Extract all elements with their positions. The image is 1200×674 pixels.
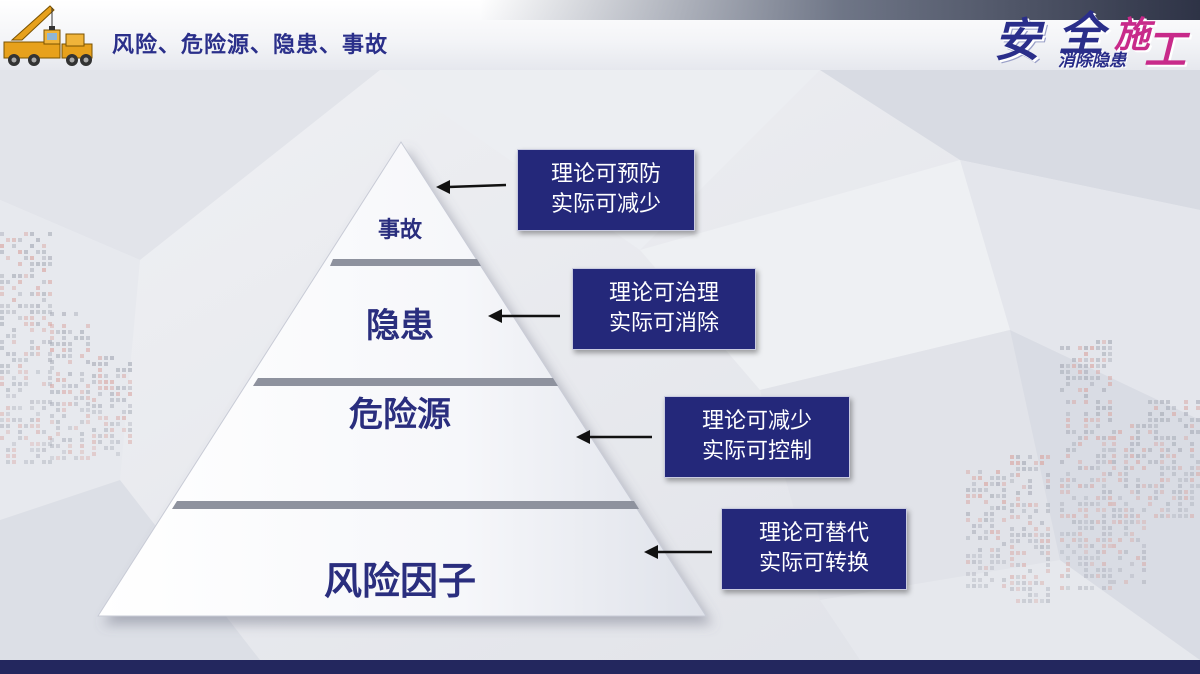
arrow-4 xyxy=(644,545,712,559)
logo-char-an: 安 xyxy=(994,13,1040,67)
logo-char-quan: 全 xyxy=(1058,7,1104,61)
annotation-theory: 理论可预防 xyxy=(550,162,661,187)
logo-char-gong: 工 xyxy=(1144,25,1187,74)
divider-3 xyxy=(172,501,639,509)
divider-2 xyxy=(253,378,558,386)
annotation-practice: 实际可转换 xyxy=(758,551,869,576)
pyramid-level-hidden-hazard: 隐患 xyxy=(366,306,434,346)
annotation-box-hazard-source: 理论可减少 实际可控制 xyxy=(664,396,850,478)
pyramid-level-risk-factor: 风险因子 xyxy=(323,559,476,603)
annotation-box-risk-factor: 理论可替代 实际可转换 xyxy=(721,508,907,590)
annotation-practice: 实际可消除 xyxy=(608,311,719,336)
crane-truck-icon xyxy=(3,5,93,66)
arrow-2 xyxy=(488,309,560,323)
arrow-3 xyxy=(576,430,652,444)
annotation-theory: 理论可治理 xyxy=(608,281,719,306)
arrow-1 xyxy=(436,180,507,194)
annotation-theory: 理论可减少 xyxy=(701,409,812,434)
slide-title: 风险、危险源、隐患、事故 xyxy=(112,33,389,58)
logo-char-shi: 施 xyxy=(1114,15,1151,56)
logo-subtitle: 消除隐患 xyxy=(1058,51,1126,71)
pyramid-dividers xyxy=(172,259,639,509)
pyramid-level-hazard-source: 危险源 xyxy=(349,395,451,435)
annotation-practice: 实际可减少 xyxy=(550,192,661,217)
pyramid-level-accident: 事故 xyxy=(377,218,422,243)
annotation-theory: 理论可替代 xyxy=(758,521,869,546)
footer-bar xyxy=(0,660,1200,674)
safety-construction-logo: 安 全 施 工 消除隐患 xyxy=(994,7,1194,76)
annotation-box-accident: 理论可预防 实际可减少 xyxy=(517,149,695,231)
annotation-practice: 实际可控制 xyxy=(701,439,812,464)
annotation-box-hidden-hazard: 理论可治理 实际可消除 xyxy=(572,268,756,350)
divider-1 xyxy=(330,259,481,266)
header-accent-line xyxy=(0,0,1200,20)
